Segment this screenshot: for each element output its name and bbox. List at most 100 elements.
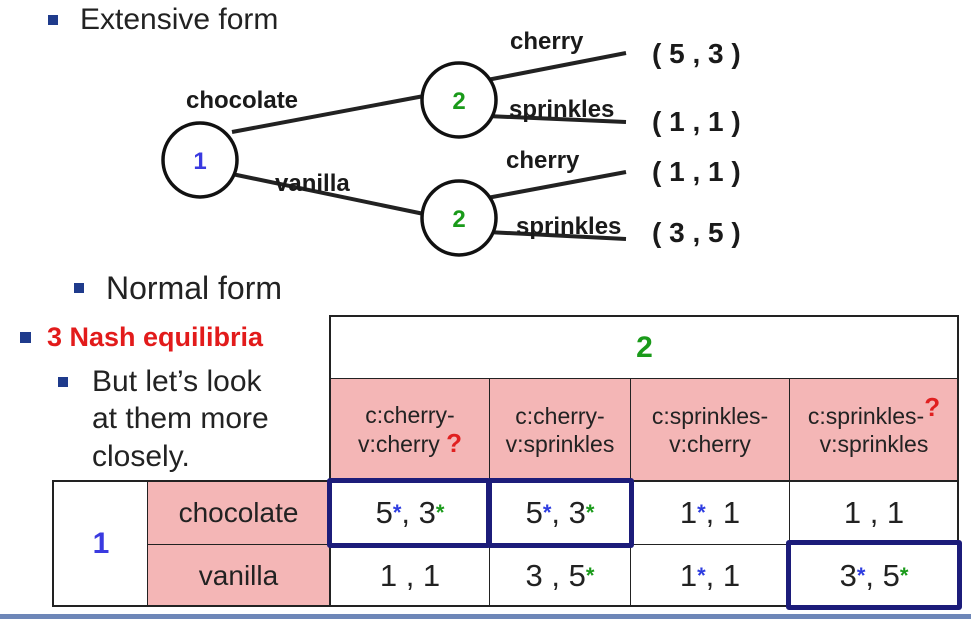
payoff-a: 5 xyxy=(525,495,543,530)
edge-label-top-sprinkles: sprinkles xyxy=(509,96,614,123)
bullet-square-icon xyxy=(74,283,84,293)
strategy-header-sc: c:sprinkles- v:cherry xyxy=(631,379,789,480)
bullet-square-icon xyxy=(58,377,68,387)
payoff-b: 1 xyxy=(722,495,741,530)
question-mark: ? xyxy=(924,392,941,422)
payoff-sep: , xyxy=(397,557,423,593)
bullet-square-icon xyxy=(48,15,58,25)
payoff-b: 5 xyxy=(882,557,900,593)
payoff-cell-r0-c0: 5*, 3* xyxy=(331,482,489,544)
payoff-vanilla-cherry: ( 1 , 1 ) xyxy=(652,156,741,187)
strategy-header-cc: c:cherry- v:cherry ? xyxy=(331,379,489,480)
nash-equilibria-heading: 3 Nash equilibria xyxy=(47,321,264,352)
edge-label-vanilla: vanilla xyxy=(275,170,350,197)
grid-line xyxy=(957,315,959,607)
payoff-cell-r0-c2: 1*, 1 xyxy=(631,482,789,544)
equilibrium-highlight-r0-c1 xyxy=(487,478,634,548)
payoff-cell-r0-c1: 5*, 3* xyxy=(490,482,630,544)
normal-form-heading: Normal form xyxy=(106,269,283,306)
bullet-extensive-form: Extensive form xyxy=(48,2,278,38)
payoff-cell-r1-c1: 3 , 5* xyxy=(490,545,630,606)
payoff-a: 1 xyxy=(679,495,698,530)
payoff-a: 5 xyxy=(375,495,393,530)
payoff-sep: , xyxy=(705,495,723,530)
edge-label-chocolate: chocolate xyxy=(186,87,298,114)
edge-chocolate xyxy=(231,94,425,134)
payoff-cell-r1-c2: 1*, 1 xyxy=(631,545,789,606)
payoff-b: 3 xyxy=(568,495,586,530)
payoff-a: 1 xyxy=(679,557,698,593)
edge-label-bottom-cherry: cherry xyxy=(506,147,580,174)
payoff-cell-r1-c3: 3*, 5* xyxy=(790,545,958,606)
bottom-node-label: 2 xyxy=(452,206,465,233)
payoff-b: 1 xyxy=(422,557,441,593)
payoff-sep: , xyxy=(542,557,569,593)
strategy-header-line2-wrap: v:cherry ? xyxy=(358,429,462,458)
extensive-form-heading: Extensive form xyxy=(80,3,279,36)
root-node-label: 1 xyxy=(193,148,206,175)
strategy-header-line1: c:cherry- xyxy=(365,402,455,428)
look-closely-line-2: at them more xyxy=(92,402,269,435)
grid-line xyxy=(789,379,790,606)
strategy-header-line1: c:sprinkles- xyxy=(807,403,925,429)
best-response-star-p1: * xyxy=(697,500,706,525)
top-node-label: 2 xyxy=(452,88,465,115)
strategy-header-line1: c:cherry- xyxy=(515,402,605,429)
row-label: chocolate xyxy=(178,497,299,528)
row-label-vanilla: vanilla xyxy=(148,545,329,606)
best-response-star-p2: * xyxy=(435,500,445,525)
payoff-b: 1 xyxy=(886,495,905,530)
column-player-header: 2 xyxy=(329,317,960,379)
top-node xyxy=(420,61,498,139)
row-player-cell: 1 xyxy=(54,482,148,606)
best-response-star-p2: * xyxy=(585,562,595,588)
look-closely-line-3: closely. xyxy=(92,440,190,473)
root-node xyxy=(161,121,239,199)
payoff-cell-r0-c3: 1 , 1 xyxy=(790,482,958,544)
payoff-vanilla-sprinkles: ( 3 , 5 ) xyxy=(652,217,741,248)
payoff-sep: , xyxy=(551,495,569,530)
bottom-node xyxy=(420,179,498,257)
row-player-label: 1 xyxy=(92,527,110,560)
edge-bottom-sprinkles xyxy=(486,230,627,241)
footer-bar xyxy=(0,614,971,619)
bullet-look-closely: But let’s look xyxy=(58,364,262,400)
extensive-form-tree: 1 2 2 chocolate vanilla cherry sprinkles… xyxy=(161,28,741,257)
payoff-choc-cherry: ( 5 , 3 ) xyxy=(652,38,741,69)
grid-line xyxy=(331,378,957,379)
payoff-sep: , xyxy=(861,495,887,530)
payoff-a: 3 xyxy=(839,557,857,593)
grid-line xyxy=(329,315,959,317)
best-response-star-p1: * xyxy=(697,562,706,588)
strategy-header-line2: v:sprinkles xyxy=(819,431,929,457)
question-mark: ? xyxy=(446,428,463,458)
edge-label-top-cherry: cherry xyxy=(510,28,584,55)
equilibrium-highlight-r1-c3 xyxy=(786,540,962,610)
payoff-sep: , xyxy=(865,557,883,593)
best-response-star-p2: * xyxy=(585,500,595,525)
column-player-label: 2 xyxy=(636,331,653,364)
payoff-choc-sprinkles: ( 1 , 1 ) xyxy=(652,106,741,137)
strategy-header-line1-wrap: c:sprinkles-? xyxy=(807,393,940,430)
edge-vanilla xyxy=(231,172,425,216)
row-label-chocolate: chocolate xyxy=(148,482,329,544)
row-label: vanilla xyxy=(198,559,279,591)
grid-line xyxy=(329,315,331,607)
payoff-sep: , xyxy=(401,495,419,530)
payoff-b: 3 xyxy=(418,495,436,530)
edge-top-sprinkles xyxy=(486,114,627,124)
payoff-b: 5 xyxy=(568,557,586,593)
edge-label-bottom-sprinkles: sprinkles xyxy=(516,213,621,240)
best-response-star-p2: * xyxy=(899,562,909,588)
bullet-square-icon xyxy=(20,331,31,343)
grid-line xyxy=(147,482,148,606)
best-response-star-p1: * xyxy=(542,500,552,525)
strategy-header-line2: v:cherry xyxy=(669,430,751,457)
edge-top-cherry xyxy=(486,51,627,82)
payoff-cell-r1-c0: 1 , 1 xyxy=(331,545,489,606)
strategy-header-ss: c:sprinkles-? v:sprinkles xyxy=(790,379,958,480)
strategy-header-cs: c:cherry- v:sprinkles xyxy=(490,379,630,480)
payoff-a: 3 xyxy=(525,557,543,593)
payoff-a: 1 xyxy=(843,495,862,530)
payoff-sep: , xyxy=(705,557,723,593)
